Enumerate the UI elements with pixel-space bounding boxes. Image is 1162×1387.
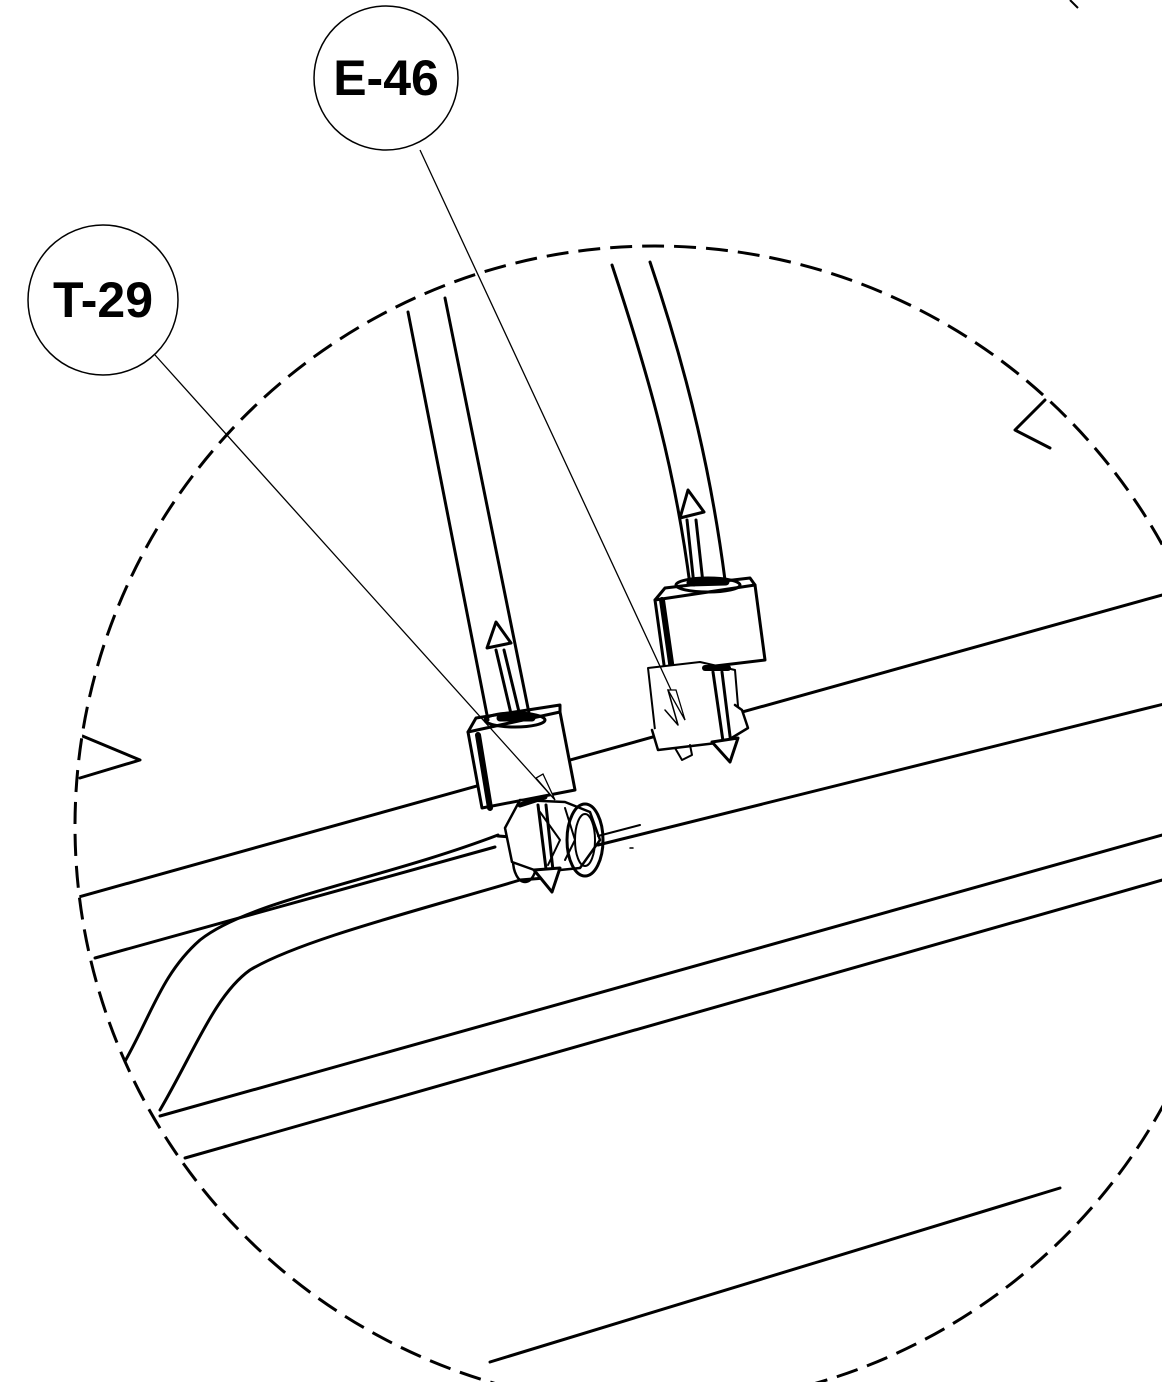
callout-e46[interactable]: E-46 [313, 5, 459, 151]
fitting-nut-right [653, 576, 767, 674]
flow-arrow-down-left [532, 803, 562, 894]
curved-tube [118, 833, 522, 1112]
flow-arrow-up-right [678, 488, 706, 587]
callout-t29[interactable]: T-29 [27, 224, 179, 376]
flow-arrow-up-left [485, 620, 522, 720]
corner-mark [1069, 0, 1079, 9]
detail-boundary-circle [73, 244, 1162, 1387]
callout-e46-label: E-46 [333, 50, 439, 106]
leader-arrowhead-t29 [534, 773, 556, 801]
frame-rail-upper [75, 588, 1162, 960]
leader-lines [154, 149, 686, 801]
leader-arrowhead-e46 [666, 689, 686, 721]
leader-t29 [154, 354, 556, 801]
section-marker-left [78, 733, 142, 780]
hose-left [406, 296, 532, 722]
flow-arrow-down-right [710, 670, 740, 764]
leader-e46 [419, 149, 686, 721]
hose-right [610, 260, 727, 587]
section-marker-right [1013, 398, 1052, 450]
callout-t29-circle [27, 224, 179, 376]
frame-rail-main [158, 698, 1162, 1160]
frame-rail-lower [488, 1186, 1062, 1364]
callout-e46-circle [313, 5, 459, 151]
callout-t29-label: T-29 [53, 272, 153, 328]
tee-fitting [503, 794, 641, 878]
